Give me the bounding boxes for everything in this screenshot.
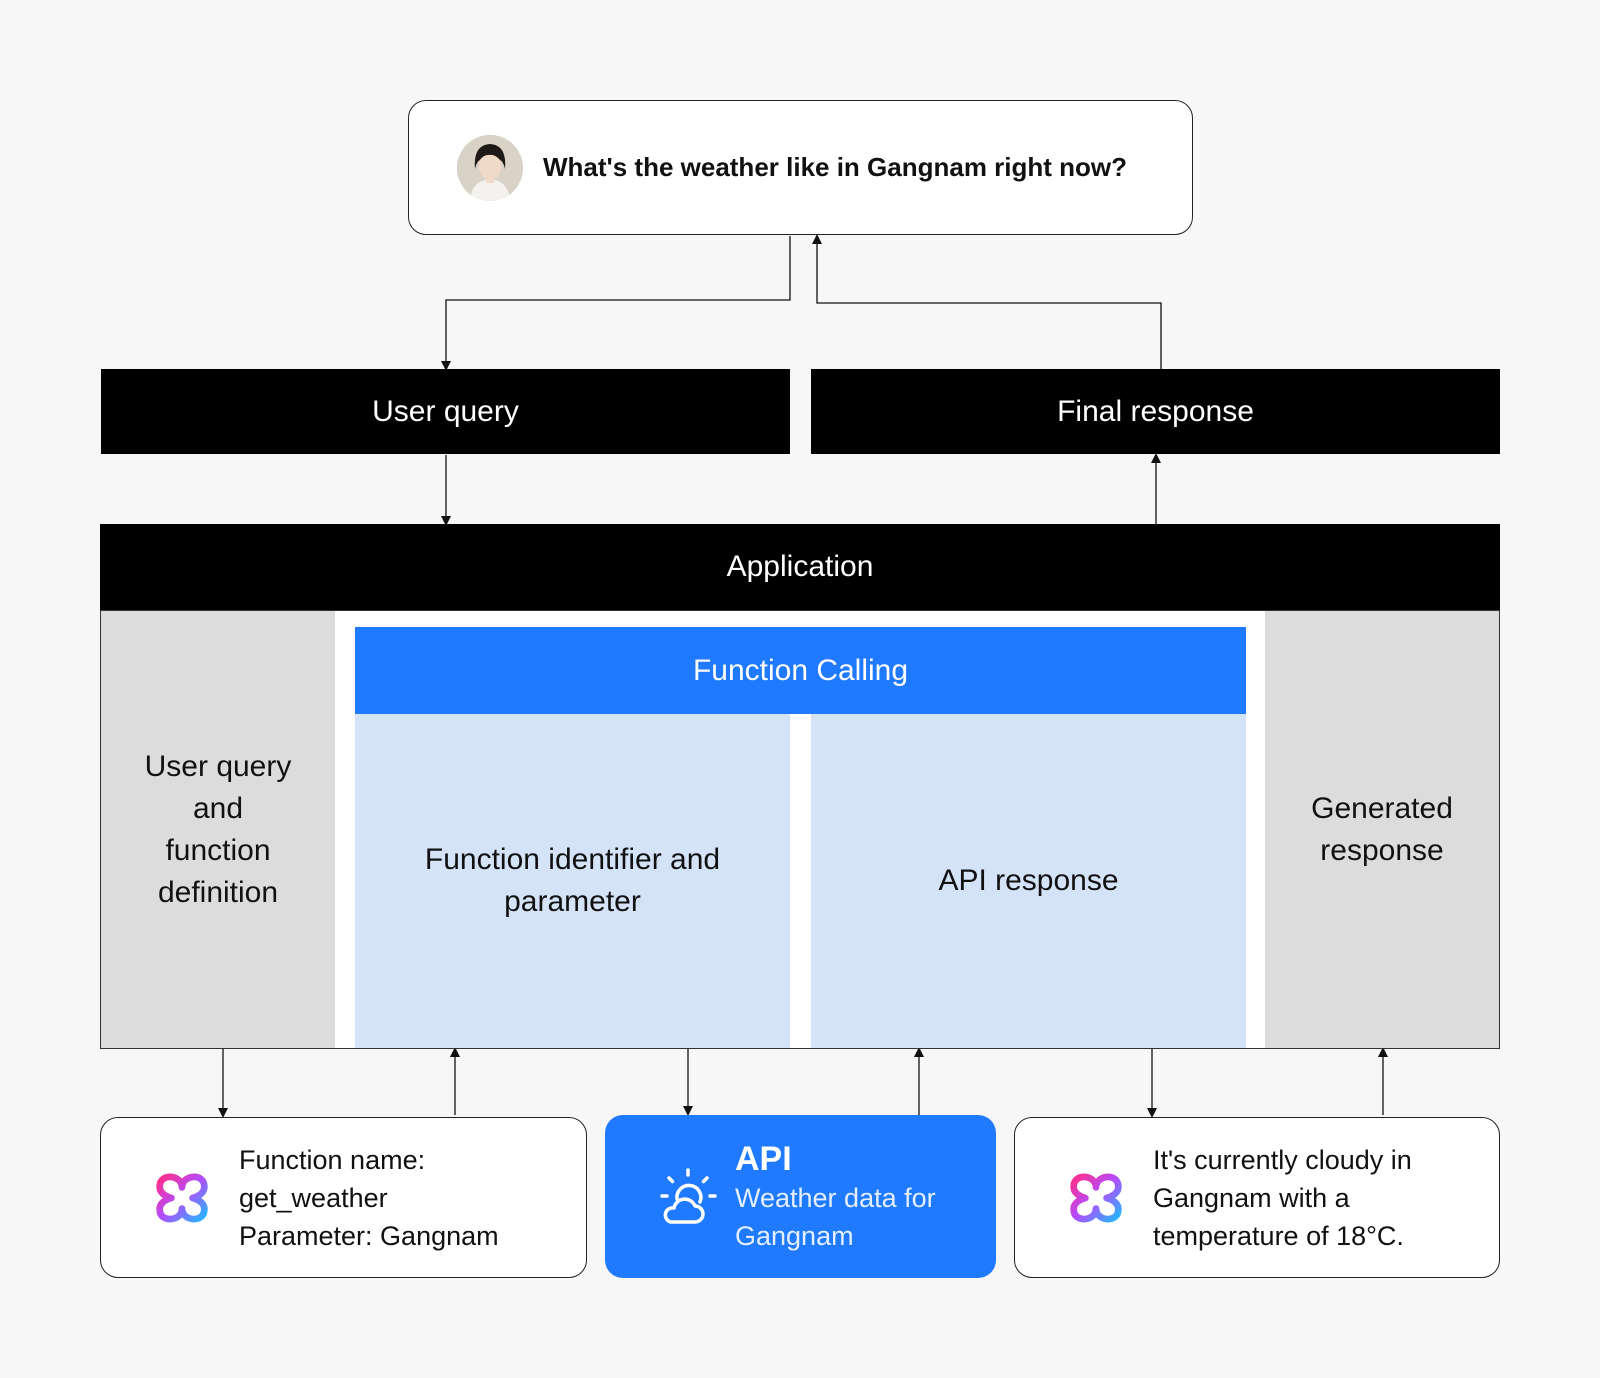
- parameter-line: Parameter: Gangnam: [239, 1220, 499, 1251]
- final-response-bar: Final response: [811, 369, 1500, 454]
- function-calling-header: Function Calling: [355, 627, 1246, 714]
- result-line: temperature of 18°C.: [1153, 1220, 1404, 1251]
- fi-col-line: Function identifier and: [424, 843, 721, 876]
- clover-logo-icon: [1070, 1173, 1122, 1222]
- result-line: It's currently cloudy in: [1153, 1144, 1412, 1175]
- function-identifier-and-parameter: Function identifier and parameter: [355, 714, 790, 1048]
- generated-response-column: Generated response: [1265, 611, 1499, 1048]
- user-query-and-function-definition: User query and function definition: [101, 611, 335, 1048]
- api-response-label: API response: [938, 864, 1119, 897]
- function-name-value: get_weather: [239, 1182, 388, 1213]
- api-sub-line: Gangnam: [735, 1220, 854, 1251]
- sun-cloud-icon: [660, 1167, 717, 1224]
- function-name-line: Function name:: [239, 1144, 426, 1175]
- user-query-bar: User query: [101, 369, 790, 454]
- user-query-bubble: What's the weather like in Gangnam right…: [408, 100, 1193, 235]
- right-col-line: response: [1320, 833, 1444, 867]
- result-line: Gangnam with a: [1153, 1182, 1350, 1213]
- right-col-line: Generated: [1311, 791, 1453, 825]
- left-col-line: function: [165, 833, 271, 867]
- api-response-column: API response: [811, 714, 1246, 1048]
- arrow-final-to-query: [812, 234, 1162, 369]
- left-col-line: User query: [144, 749, 292, 783]
- left-col-line: and: [192, 791, 244, 825]
- user-query-label: User query: [372, 394, 519, 428]
- user-avatar: [457, 134, 523, 201]
- function-call-card: Function name: get_weather Parameter: Ga…: [100, 1117, 587, 1278]
- function-calling-label: Function Calling: [692, 653, 909, 687]
- application-label: Application: [726, 550, 874, 583]
- final-response-label: Final response: [1057, 394, 1254, 428]
- api-sub-line: Weather data for: [735, 1182, 936, 1213]
- application-bar: Application: [100, 524, 1500, 610]
- api-title: API: [735, 1139, 792, 1178]
- arrow-query-to-user-query: [441, 236, 791, 371]
- query-text: What's the weather like in Gangnam right…: [543, 152, 1128, 182]
- left-col-line: definition: [157, 875, 279, 909]
- fi-col-line: parameter: [504, 885, 641, 918]
- clover-logo-icon: [156, 1173, 208, 1222]
- api-card: API Weather data for Gangnam: [605, 1115, 996, 1278]
- generated-result-card: It's currently cloudy in Gangnam with a …: [1014, 1117, 1500, 1278]
